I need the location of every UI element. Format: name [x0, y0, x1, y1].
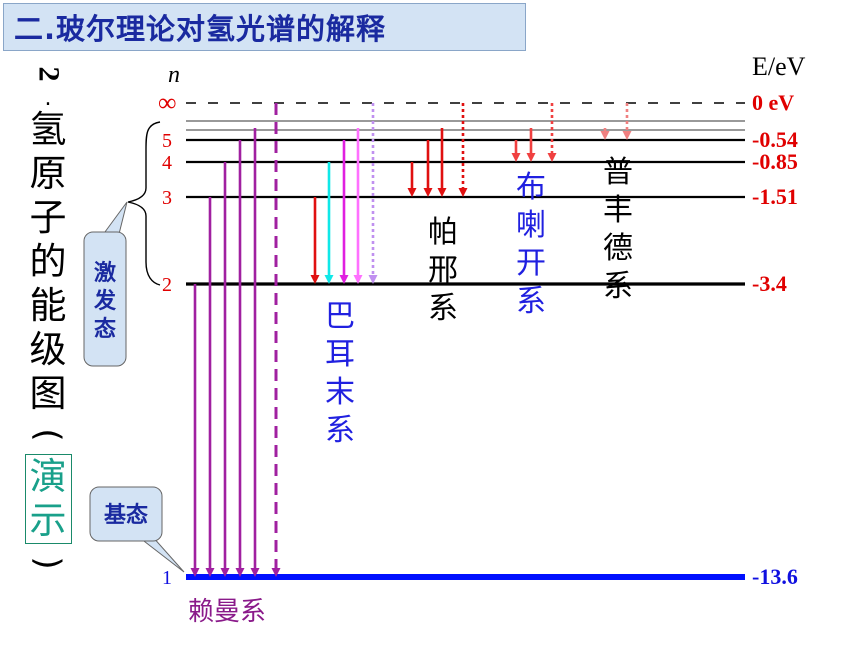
- series-label-char: 喇: [516, 208, 546, 243]
- series-label-char: 丰: [603, 193, 633, 228]
- diagram-labels: ∞ 0 eV 5 -0.54 4 -0.85 3 -1.51 2 -3.4 1 -13.6 n E/eV 赖…: [158, 52, 806, 627]
- series-label-char: 布: [516, 170, 546, 205]
- caption-char: 原: [29, 152, 67, 195]
- excited-callout-box: [83, 231, 127, 367]
- caption-char: 氢: [29, 108, 67, 151]
- quantum-number-label: 1: [162, 567, 172, 589]
- transition-arrow-head: [407, 188, 417, 197]
- series-label-char: 开: [516, 246, 546, 281]
- transition-arrow-head: [220, 568, 230, 577]
- transition-arrow-head: [600, 131, 610, 140]
- transition-arrow-head: [271, 568, 281, 577]
- transition-arrow-head: [339, 275, 349, 284]
- transition-arrow-head: [437, 188, 447, 197]
- series-label-char: 邢: [428, 253, 458, 288]
- series-label-char: 帕: [428, 215, 458, 250]
- transition-arrow-head: [205, 568, 215, 577]
- excited-callout-char: 态: [94, 316, 116, 342]
- transition-arrow-head: [423, 188, 433, 197]
- vertical-caption: 2 . 氢 原 子 的 能 级 图 ( 演 示 ): [22, 58, 74, 582]
- quantum-number-label: 3: [162, 187, 172, 209]
- series-label-char: 巴: [325, 299, 355, 334]
- transition-arrow-head: [368, 275, 378, 284]
- transition-arrow-head: [526, 153, 536, 162]
- demo-link[interactable]: 演 示: [24, 454, 72, 544]
- energy-axis-label: E/eV: [752, 52, 806, 81]
- transition-arrows: [190, 103, 632, 577]
- n-axis-label: n: [168, 62, 180, 88]
- energy-value-label: -0.54: [752, 127, 798, 152]
- series-label-char: 德: [603, 231, 633, 266]
- transition-arrow-head: [324, 275, 334, 284]
- series-label-char: 系: [603, 269, 633, 304]
- energy-value-label: -1.51: [752, 184, 798, 209]
- series-label-char: 系: [428, 291, 458, 326]
- caption-dot: .: [44, 86, 52, 111]
- caption-char: 图: [29, 372, 67, 415]
- caption-char: 级: [29, 328, 67, 371]
- energy-value-label: -13.6: [752, 564, 798, 589]
- quantum-number-label: ∞: [158, 88, 177, 117]
- caption-char: 的: [29, 240, 67, 283]
- quantum-number-label: 4: [162, 152, 172, 174]
- transition-arrow-head: [353, 275, 363, 284]
- transition-arrow-head: [458, 188, 468, 197]
- transition-arrow-head: [190, 568, 200, 577]
- transition-arrow-head: [547, 153, 557, 162]
- ground-callout-text: 基态: [104, 502, 148, 528]
- energy-value-label: -3.4: [752, 271, 787, 296]
- transition-arrow-head: [250, 568, 260, 577]
- quantum-number-label: 2: [162, 274, 172, 296]
- energy-value-label: -0.85: [752, 149, 798, 174]
- series-label-char: 系: [516, 284, 546, 319]
- transition-arrow-head: [235, 568, 245, 577]
- caption-char: 子: [29, 196, 67, 239]
- page-title: 二.玻尔理论对氢光谱的解释: [14, 12, 387, 46]
- ground-callout-box: [89, 486, 163, 542]
- excited-callout-char: 激: [94, 260, 116, 286]
- quantum-number-label: 5: [162, 130, 172, 152]
- series-label-char: 末: [325, 375, 355, 410]
- transition-arrow-head: [310, 275, 320, 284]
- transition-arrow-head: [622, 131, 632, 140]
- energy-value-label: 0 eV: [752, 90, 794, 115]
- excited-callout-char: 发: [93, 288, 117, 314]
- demo-char: 示: [29, 499, 67, 542]
- energy-levels: [186, 102, 745, 580]
- series-label-char: 普: [603, 155, 633, 190]
- series-label-char: 耳: [325, 337, 355, 372]
- series-label: 赖曼系: [188, 597, 266, 627]
- excited-state-brace: [127, 121, 161, 286]
- series-label-char: 系: [325, 413, 355, 448]
- transition-arrow-head: [511, 153, 521, 162]
- demo-char: 演: [29, 455, 67, 498]
- title-banner: 二.玻尔理论对氢光谱的解释: [3, 3, 526, 51]
- caption-char: 能: [29, 284, 67, 327]
